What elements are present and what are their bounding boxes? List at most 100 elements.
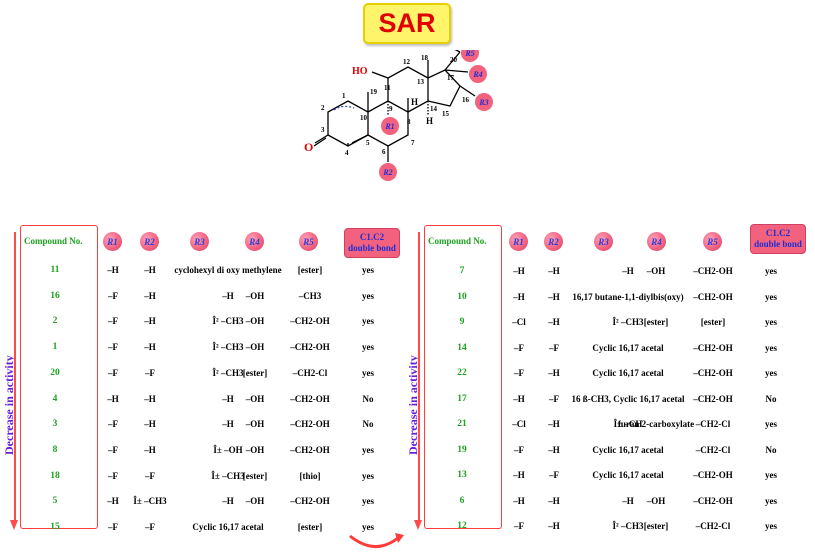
mol-r1: R1 [384,122,394,131]
left-rows-r1-2: –F [108,316,118,327]
left-rows-db-3: yes [362,342,374,353]
right-rows-r3-8: Cyclic 16,17 acetal [592,470,664,480]
left-rows-r4-2: –OH [245,316,265,327]
left-header-r5: R5 [299,232,318,251]
right-rows-r4-10: [ester] [643,521,669,531]
atom-7: 7 [411,139,415,147]
left-rows-db-6: No [362,419,374,430]
left-rows-r5-2: –CH2-OH [290,316,330,327]
right-rows-db-10: yes [765,521,777,531]
left-rows-db-2: yes [362,316,374,327]
h-14: H [426,116,433,126]
right-rows-r5-5: –CH2-OH [693,393,733,404]
left-rows-r2-5: –H [144,393,156,404]
right-rows-no-1: 10 [457,291,467,302]
atom-17: 17 [447,74,455,82]
right-rows-r5-6: –CH2-Cl [695,419,731,429]
left-rows-r1-5: –H [107,393,119,404]
left-rows-db-8: yes [362,470,374,481]
left-rows-r1-6: –F [108,419,118,430]
mol-r2: R2 [382,168,392,177]
right-rows-no-4: 22 [457,368,467,378]
h-8: H [411,97,418,107]
atom-12: 12 [403,58,411,66]
left-cc-line2: double bond [348,243,396,253]
left-rows-r3-9: –H [222,496,234,507]
left-rows-r5-0: [ester] [297,265,323,275]
right-cc-line2: double bond [754,239,802,249]
right-rows-r2-8: –F [549,470,559,480]
left-rows-r2-3: –H [144,342,156,353]
left-rows-r1-3: –F [108,342,118,353]
left-rows-r5-10: [ester] [297,522,323,532]
right-rows-r3-6: Î± –CH [613,419,643,429]
left-rows-r4-4: [ester] [242,367,268,378]
right-rows-r1-3: –F [514,342,524,353]
left-rows-db-10: yes [362,522,374,532]
left-rows-r4-1: –OH [245,290,265,301]
right-rows-no-3: 14 [457,342,467,353]
left-rows-r3-0: cyclohexyl di oxy methylene [174,265,282,275]
right-rows-r3-2: Î² –CH3 [612,317,644,327]
left-rows-r5-7: –CH2-OH [290,444,330,455]
hydroxyl-label: HO [352,66,368,77]
right-rows-r2-7: –H [548,444,560,455]
right-rows-db-9: yes [765,495,777,506]
left-rows-r1-4: –F [108,367,118,378]
right-rows-r2-3: –F [549,342,559,353]
left-header-double-bond: C1.C2 double bond [344,228,400,258]
left-rows-no-3: 1 [52,342,58,353]
left-rows-r5-1: –CH3 [298,290,322,301]
left-header-r2: R2 [140,232,159,251]
sar-title-box: SAR [363,3,451,44]
mol-r3: R3 [478,98,488,107]
left-rows-r1-7: –F [108,444,118,455]
right-rows-r2-1: –H [548,291,560,302]
right-rows-r1-8: –H [513,470,525,480]
left-rows-r4-9: –OH [245,496,265,507]
atom-5: 5 [366,139,370,147]
right-rows-r4-6: furan 2-carboxylate [617,419,695,429]
atom-3: 3 [321,126,325,134]
left-rows-r4-6: –OH [245,419,265,430]
curved-continue-arrow [349,534,399,548]
right-rows-r3-4: Cyclic 16,17 acetal [592,368,664,378]
mol-r4: R4 [472,70,482,79]
curved-arrow-head [395,533,404,543]
left-arrow-line [14,232,16,524]
right-rows-r3-5: 16 ß-CH3, Cyclic 16,17 acetal [571,393,685,404]
right-rows-db-6: yes [765,419,777,429]
right-rows-no-0: 7 [459,266,465,276]
atom-4: 4 [345,149,349,157]
right-rows-r3-7: Cyclic 16,17 acetal [592,444,664,455]
right-rows-db-3: yes [765,342,777,353]
left-rows-r4-8: [ester] [242,470,268,481]
left-rows-r3-6: –H [222,419,234,430]
atom-20: 20 [450,56,458,64]
left-rows-r5-3: –CH2-OH [290,342,330,353]
right-rows-no-9: 6 [459,495,465,506]
left-rows-r2-10: –F [145,522,155,532]
right-rows-db-5: No [765,393,777,404]
left-rows-r3-1: –H [222,290,234,301]
right-rows-db-1: yes [765,291,777,302]
left-rows-no-7: 8 [52,444,58,455]
left-rows-r3-2: Î² –CH3 [212,316,244,327]
right-rows-db-0: yes [765,266,777,276]
atom-6: 6 [382,148,386,156]
right-rows-r3-1: 16,17 butane-1,1-diylbis(oxy) [572,291,684,302]
right-rows-r5-7: –CH2-Cl [695,444,731,455]
left-rows-r2-8: –F [145,470,155,481]
right-rows-db-2: yes [765,317,777,327]
right-arrow-head [414,520,422,530]
atom-19: 19 [370,88,378,96]
right-header-r3: R3 [594,232,613,251]
left-compound-header: Compound No. [24,236,83,246]
left-rows-r3-7: Î± –OH [213,444,243,455]
right-rows-r1-5: –H [513,393,525,404]
left-rows-r1-9: –H [107,496,119,507]
left-rows-db-9: yes [362,496,374,507]
right-rows-r5-1: –CH2-OH [693,291,733,302]
atom-2: 2 [321,104,325,112]
right-rows-r2-5: –F [549,393,559,404]
